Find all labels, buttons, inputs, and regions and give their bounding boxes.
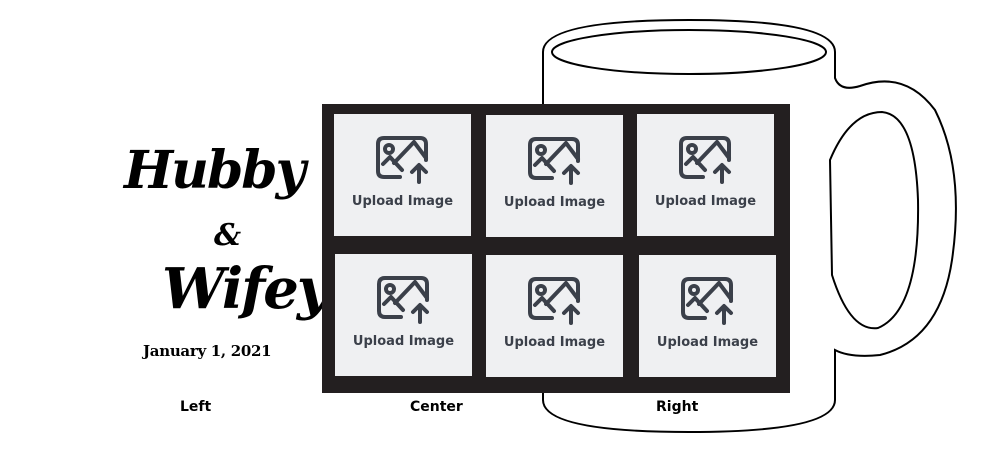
upload-slot-5[interactable]: Upload Image xyxy=(486,255,623,377)
design-text-hubby: Hubby xyxy=(124,140,306,201)
image-upload-icon xyxy=(375,136,428,184)
photo-grid: Upload Image Upload Image Upload Image U… xyxy=(322,104,790,393)
upload-slot-label: Upload Image xyxy=(503,335,606,350)
upload-slot-label: Upload Image xyxy=(503,195,606,210)
upload-slot-label: Upload Image xyxy=(352,334,455,349)
upload-slot-6[interactable]: Upload Image xyxy=(639,255,776,377)
upload-slot-2[interactable]: Upload Image xyxy=(486,115,623,237)
upload-slot-label: Upload Image xyxy=(351,194,454,209)
design-text-wifey: Wifey xyxy=(162,256,329,322)
image-upload-icon xyxy=(680,277,733,325)
image-upload-icon xyxy=(527,277,580,325)
position-label-left[interactable]: Left xyxy=(180,399,212,415)
image-upload-icon xyxy=(678,136,731,184)
image-upload-icon xyxy=(376,276,429,324)
image-upload-icon xyxy=(527,137,580,185)
position-label-right[interactable]: Right xyxy=(656,399,699,415)
position-label-center[interactable]: Center xyxy=(410,399,463,415)
upload-slot-label: Upload Image xyxy=(656,335,759,350)
upload-slot-1[interactable]: Upload Image xyxy=(334,114,471,236)
design-date: January 1, 2021 xyxy=(143,342,272,360)
upload-slot-4[interactable]: Upload Image xyxy=(335,254,472,376)
design-text-ampersand: & xyxy=(214,218,242,253)
upload-slot-label: Upload Image xyxy=(654,194,757,209)
upload-slot-3[interactable]: Upload Image xyxy=(637,114,774,236)
